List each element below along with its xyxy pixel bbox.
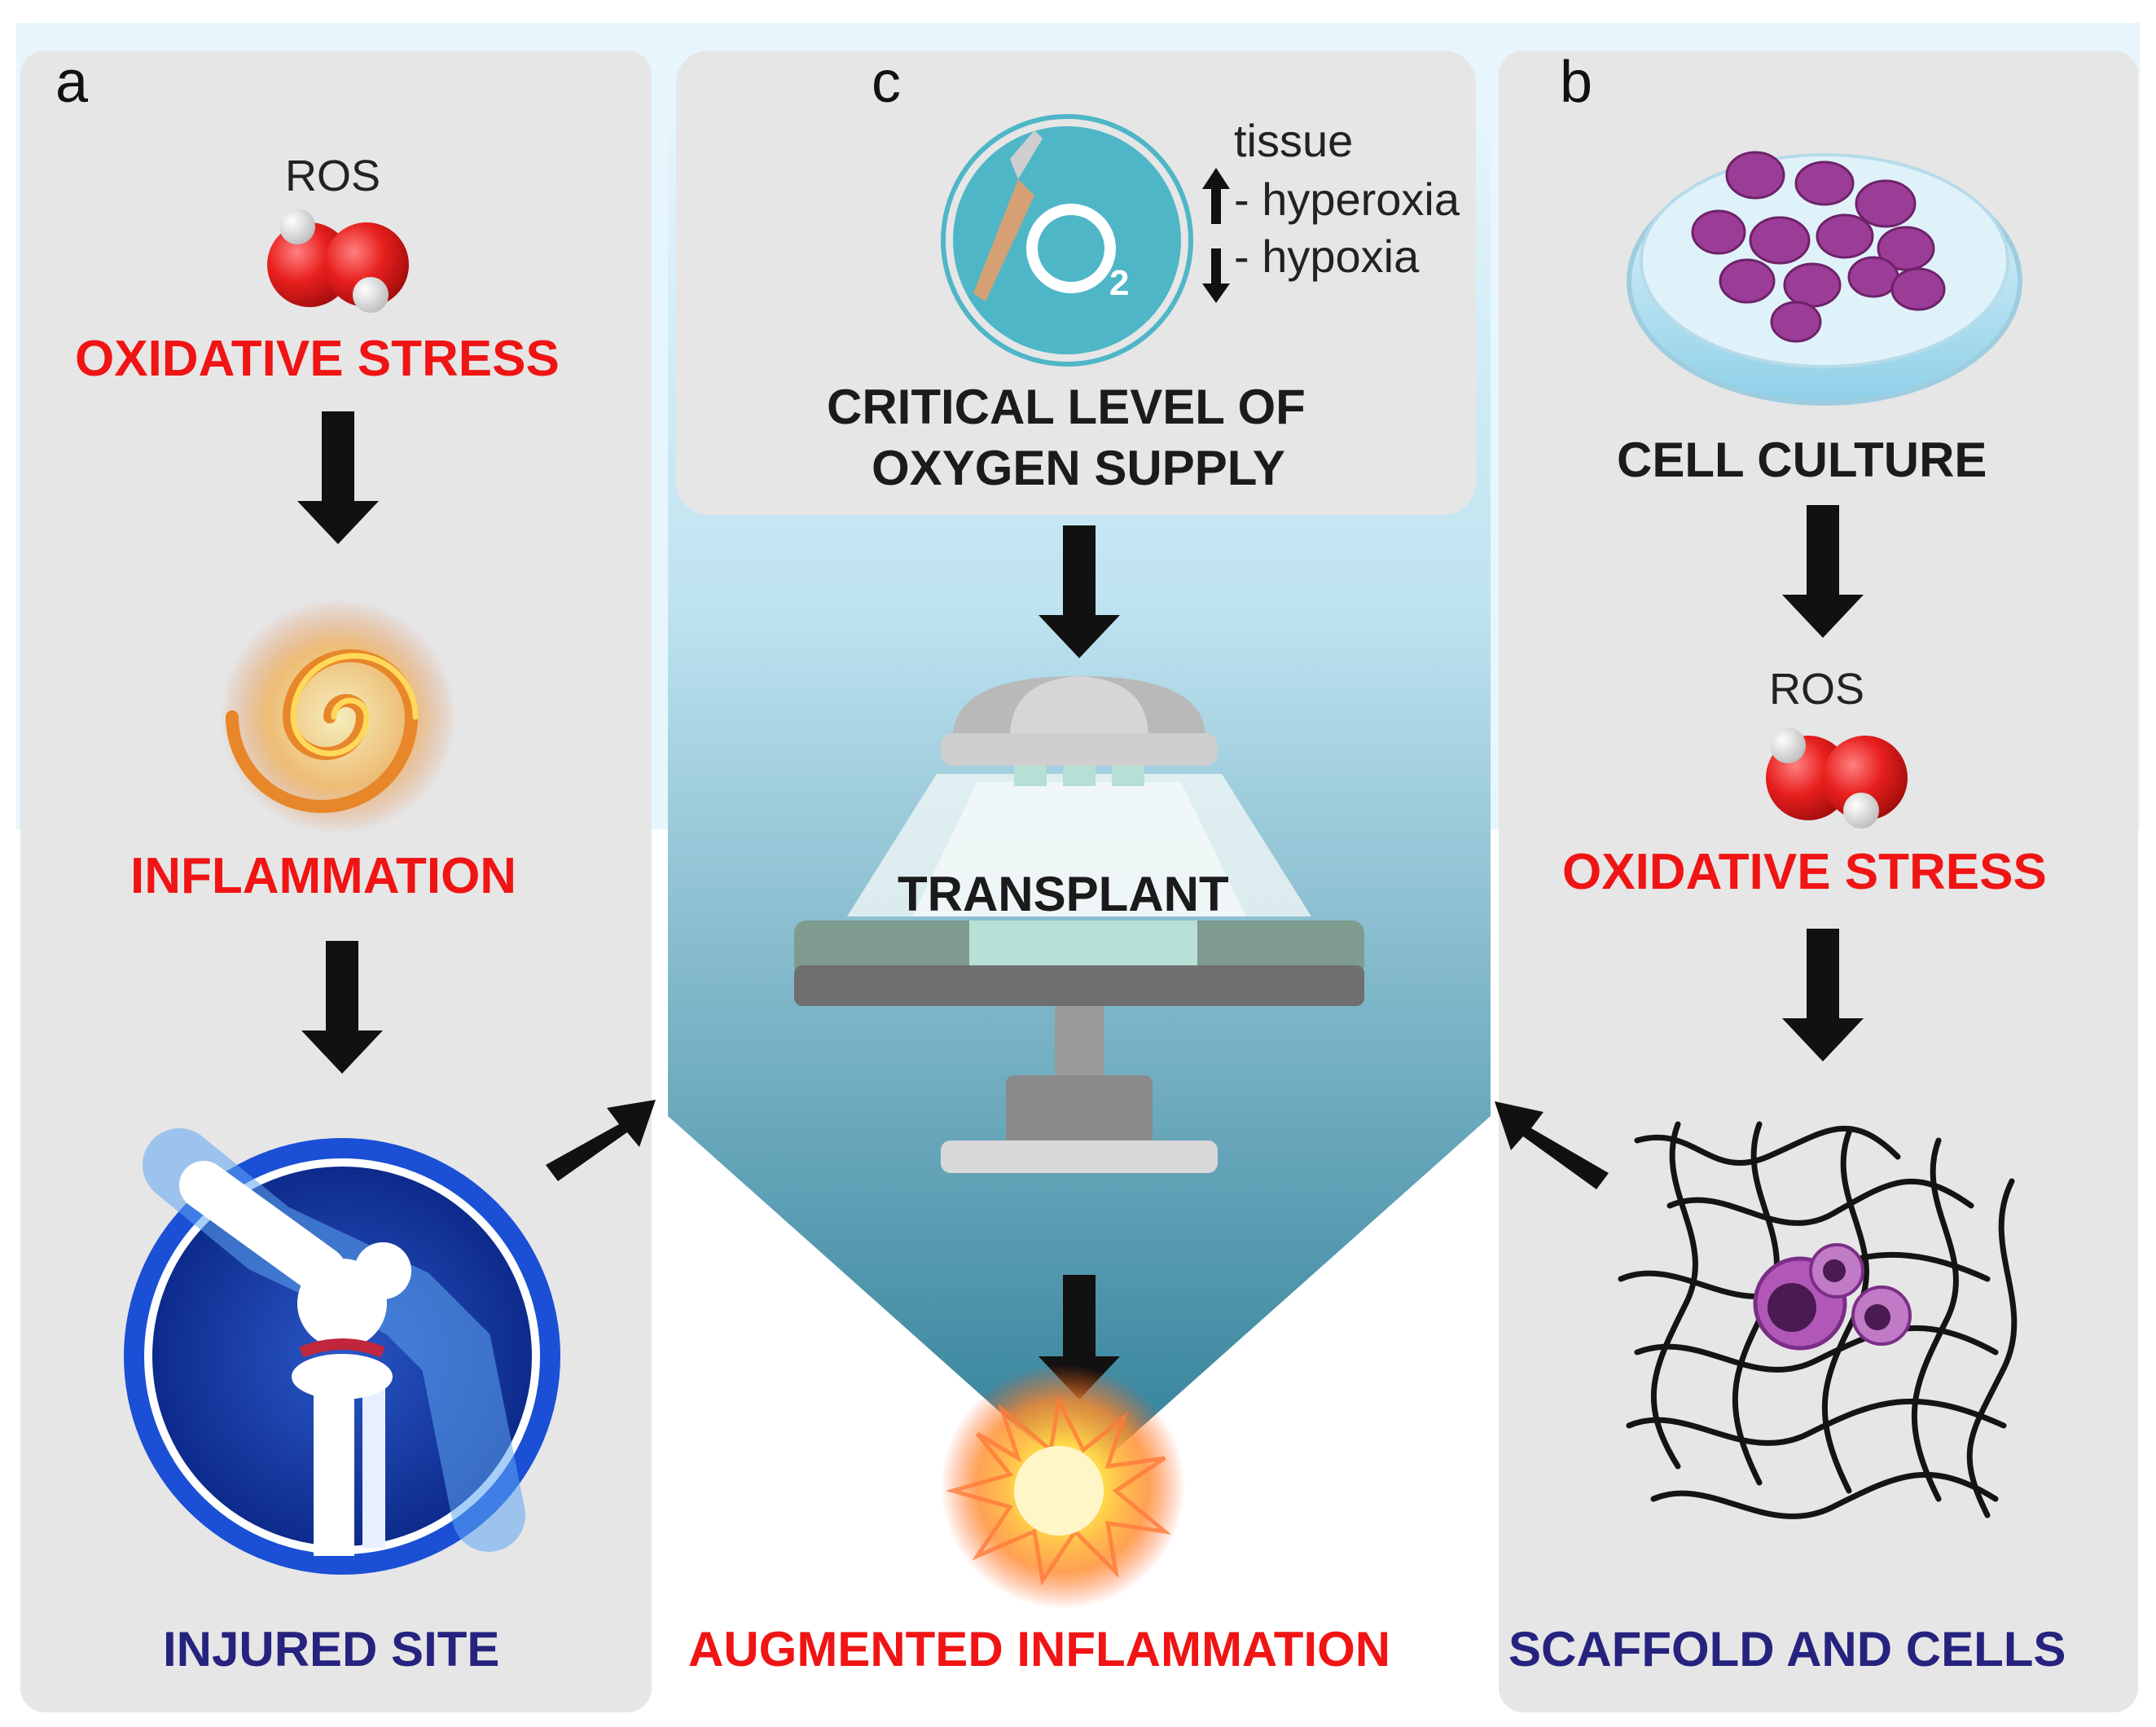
hyperoxia-label: - hyperoxia bbox=[1234, 174, 1460, 225]
inflammation-label: INFLAMMATION bbox=[130, 848, 517, 904]
cell-culture-label: CELL CULTURE bbox=[1617, 433, 1987, 487]
arrow-down-c1 bbox=[1038, 525, 1120, 658]
arrow-down-b2 bbox=[1782, 929, 1864, 1061]
critical-level-line2: OXYGEN SUPPLY bbox=[872, 441, 1285, 495]
arrow-up-right-a bbox=[546, 1100, 656, 1181]
arrow-down-b1 bbox=[1782, 505, 1864, 638]
water-molecule-icon bbox=[267, 209, 409, 313]
ros-label-a: ROS bbox=[285, 152, 381, 200]
panel-letter-b: b bbox=[1560, 50, 1593, 115]
arrow-down-a2 bbox=[301, 941, 383, 1074]
tissue-label: tissue bbox=[1234, 115, 1354, 166]
arrow-down-a1 bbox=[297, 411, 379, 544]
panel-letter-a: a bbox=[55, 50, 89, 115]
knee-joint-icon bbox=[124, 1128, 560, 1575]
petri-dish-icon bbox=[1627, 151, 2022, 406]
surgical-lamp-icon bbox=[847, 676, 1311, 916]
injured-site-label: INJURED SITE bbox=[163, 1622, 500, 1676]
water-molecule-icon-b bbox=[1766, 727, 1908, 828]
transplant-label: TRANSPLANT bbox=[898, 867, 1229, 921]
arrow-down-small-icon bbox=[1202, 248, 1230, 303]
critical-level-line1: CRITICAL LEVEL OF bbox=[827, 380, 1306, 434]
augmented-inflammation-label: AUGMENTED INFLAMMATION bbox=[688, 1622, 1391, 1676]
inflammation-swirl-icon bbox=[220, 599, 456, 835]
arrow-up-left-b bbox=[1495, 1101, 1609, 1189]
panel-letter-c: c bbox=[872, 50, 901, 115]
burst-icon bbox=[941, 1364, 1185, 1609]
scaffold-network-icon bbox=[1618, 1121, 2018, 1519]
svg-text:2: 2 bbox=[1109, 263, 1129, 303]
ros-label-b: ROS bbox=[1769, 665, 1865, 714]
o2-scalpel-icon: 2 bbox=[941, 114, 1193, 367]
oxidative-stress-a: OXIDATIVE STRESS bbox=[75, 331, 560, 387]
panel-b-background bbox=[1499, 51, 2138, 1712]
oxidative-stress-b: OXIDATIVE STRESS bbox=[1562, 844, 2047, 900]
operating-table-icon bbox=[794, 921, 1364, 1173]
hypoxia-label: - hypoxia bbox=[1234, 231, 1420, 282]
arrow-up-icon bbox=[1202, 168, 1230, 224]
scaffold-and-cells-label: SCAFFOLD AND CELLS bbox=[1508, 1622, 2066, 1676]
scaffold-cells bbox=[1753, 1243, 1912, 1351]
